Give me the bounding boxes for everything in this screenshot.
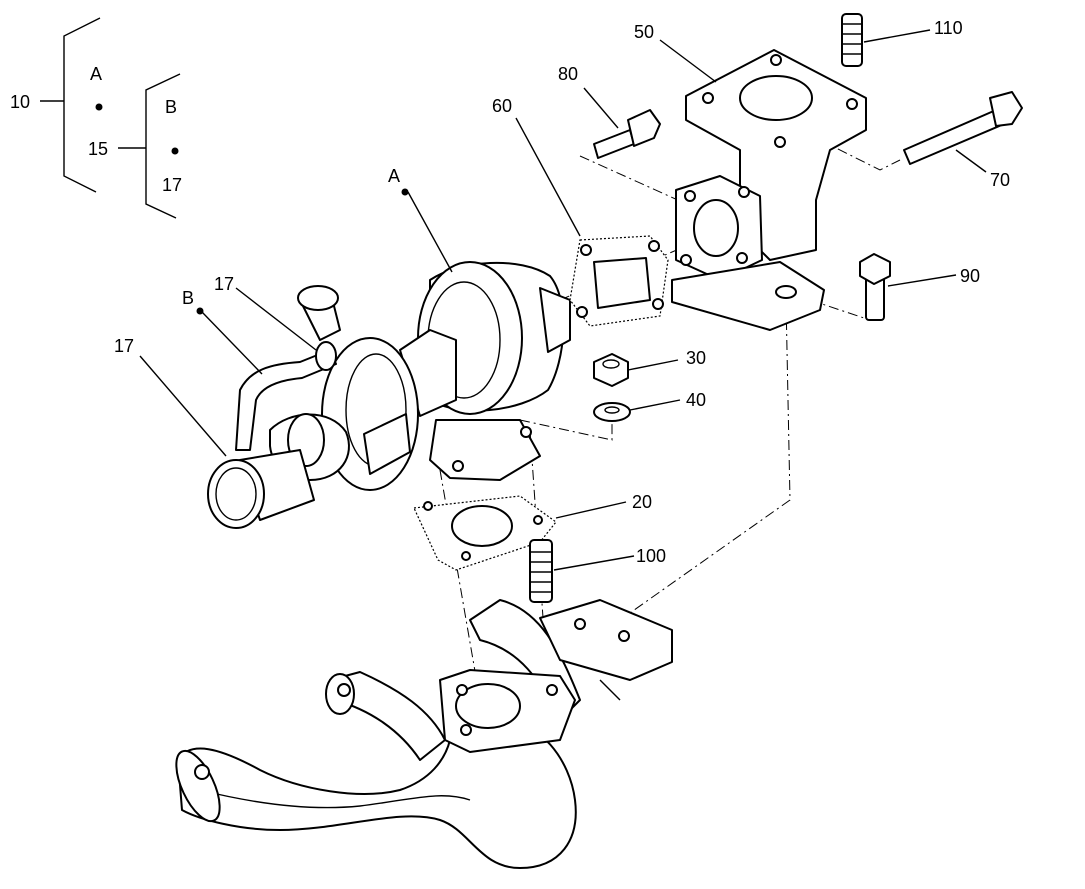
callout-17-hose: 17 xyxy=(114,336,134,356)
legend-marker-b: B xyxy=(165,97,177,117)
marker-dot-b xyxy=(196,307,204,315)
turbocharger xyxy=(207,261,571,529)
legend-ref-17: 17 xyxy=(162,175,182,195)
legend-dot-b xyxy=(171,147,179,155)
callout-90: 90 xyxy=(960,266,980,286)
callout-labels: 110 50 80 60 70 90 30 40 20 100 A B 17 1… xyxy=(114,18,1010,566)
callout-70: 70 xyxy=(990,170,1010,190)
legend-outer-bracket xyxy=(63,17,101,193)
nut-30 xyxy=(593,353,629,387)
washer-40 xyxy=(593,402,631,422)
legend-dot-a xyxy=(95,103,103,111)
callout-100: 100 xyxy=(636,546,666,566)
bolt-80 xyxy=(593,109,661,159)
gasket-60 xyxy=(569,235,669,327)
legend-marker-a: A xyxy=(90,64,102,84)
callout-leaders xyxy=(139,29,987,571)
legend-inner-bracket xyxy=(145,73,181,219)
bolt-90 xyxy=(859,253,891,321)
callout-40: 40 xyxy=(686,390,706,410)
stud-100 xyxy=(529,539,553,603)
marker-dot-a xyxy=(401,188,409,196)
manifold-bracket xyxy=(539,599,673,681)
callout-110: 110 xyxy=(934,18,963,38)
legend: 10 A 15 B 17 xyxy=(10,17,182,219)
exhaust-elbow-50 xyxy=(671,49,867,331)
exhaust-manifold xyxy=(175,599,673,869)
gasket-20 xyxy=(413,495,557,571)
callout-60: 60 xyxy=(492,96,512,116)
stud-110 xyxy=(841,13,863,67)
legend-ref-10: 10 xyxy=(10,92,30,112)
oil-return-hose xyxy=(235,349,337,451)
callout-marker-b: B xyxy=(182,288,194,308)
legend-ref-15: 15 xyxy=(88,139,108,159)
bolt-70 xyxy=(903,91,1023,165)
callout-50: 50 xyxy=(634,22,654,42)
callout-80: 80 xyxy=(558,64,578,84)
callout-17-clamp: 17 xyxy=(214,274,234,294)
callout-marker-a: A xyxy=(388,166,400,186)
callout-20: 20 xyxy=(632,492,652,512)
callout-30: 30 xyxy=(686,348,706,368)
